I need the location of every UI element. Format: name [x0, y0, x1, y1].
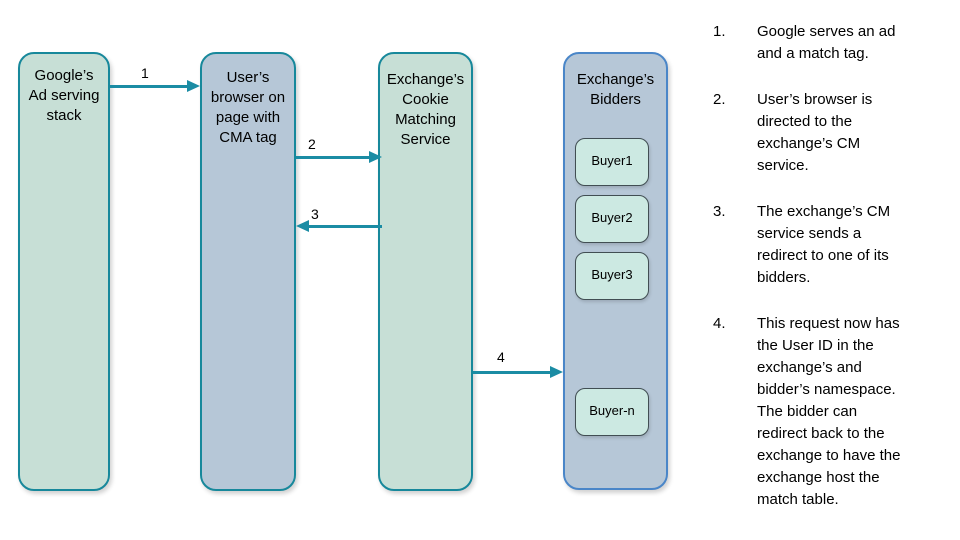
- arrow-2-label: 2: [308, 136, 316, 152]
- buyer-3-box: Buyer3: [575, 252, 649, 300]
- step-text: Google serves an ad and a match tag.: [757, 23, 896, 62]
- arrow-2: [296, 151, 382, 163]
- step-text: This request now has the User ID in the …: [757, 315, 901, 508]
- node-exchange-bidders: Exchange’s Bidders Buyer1 Buyer2 Buyer3 …: [563, 52, 668, 490]
- node-browser-label: User’s browser on page with CMA tag: [210, 69, 286, 146]
- arrow-1-label: 1: [141, 65, 149, 81]
- node-google-label: Google’s Ad serving stack: [28, 67, 100, 124]
- node-user-browser: User’s browser on page with CMA tag: [200, 52, 296, 491]
- node-cms-label: Exchange’s Cookie Matching Service: [386, 71, 465, 148]
- arrow-3: [296, 220, 382, 232]
- step-text: The exchange’s CM service sends a redire…: [757, 203, 891, 286]
- buyer-1-box: Buyer1: [575, 138, 649, 186]
- arrow-4: [473, 366, 563, 378]
- buyer-2-box: Buyer2: [575, 195, 649, 243]
- node-bidders-label: Exchange’s Bidders: [576, 71, 655, 108]
- arrow-4-label: 4: [497, 349, 505, 365]
- arrow-1: [110, 80, 200, 92]
- arrow-3-label: 3: [311, 206, 319, 222]
- step-text: User’s browser is directed to the exchan…: [757, 91, 873, 174]
- step-item-2: 2. User’s browser is directed to the exc…: [713, 89, 945, 177]
- step-number: 1.: [713, 23, 726, 40]
- step-number: 4.: [713, 315, 726, 332]
- buyer-n-box: Buyer-n: [575, 388, 649, 436]
- step-item-4: 4. This request now has the User ID in t…: [713, 313, 945, 511]
- steps-panel: 1. Google serves an ad and a match tag. …: [713, 21, 945, 535]
- step-number: 2.: [713, 91, 726, 108]
- step-number: 3.: [713, 203, 726, 220]
- step-item-3: 3. The exchange’s CM service sends a red…: [713, 201, 945, 289]
- step-item-1: 1. Google serves an ad and a match tag.: [713, 21, 945, 65]
- node-google-ad-serving: Google’s Ad serving stack: [18, 52, 110, 491]
- node-cookie-matching-service: Exchange’s Cookie Matching Service: [378, 52, 473, 491]
